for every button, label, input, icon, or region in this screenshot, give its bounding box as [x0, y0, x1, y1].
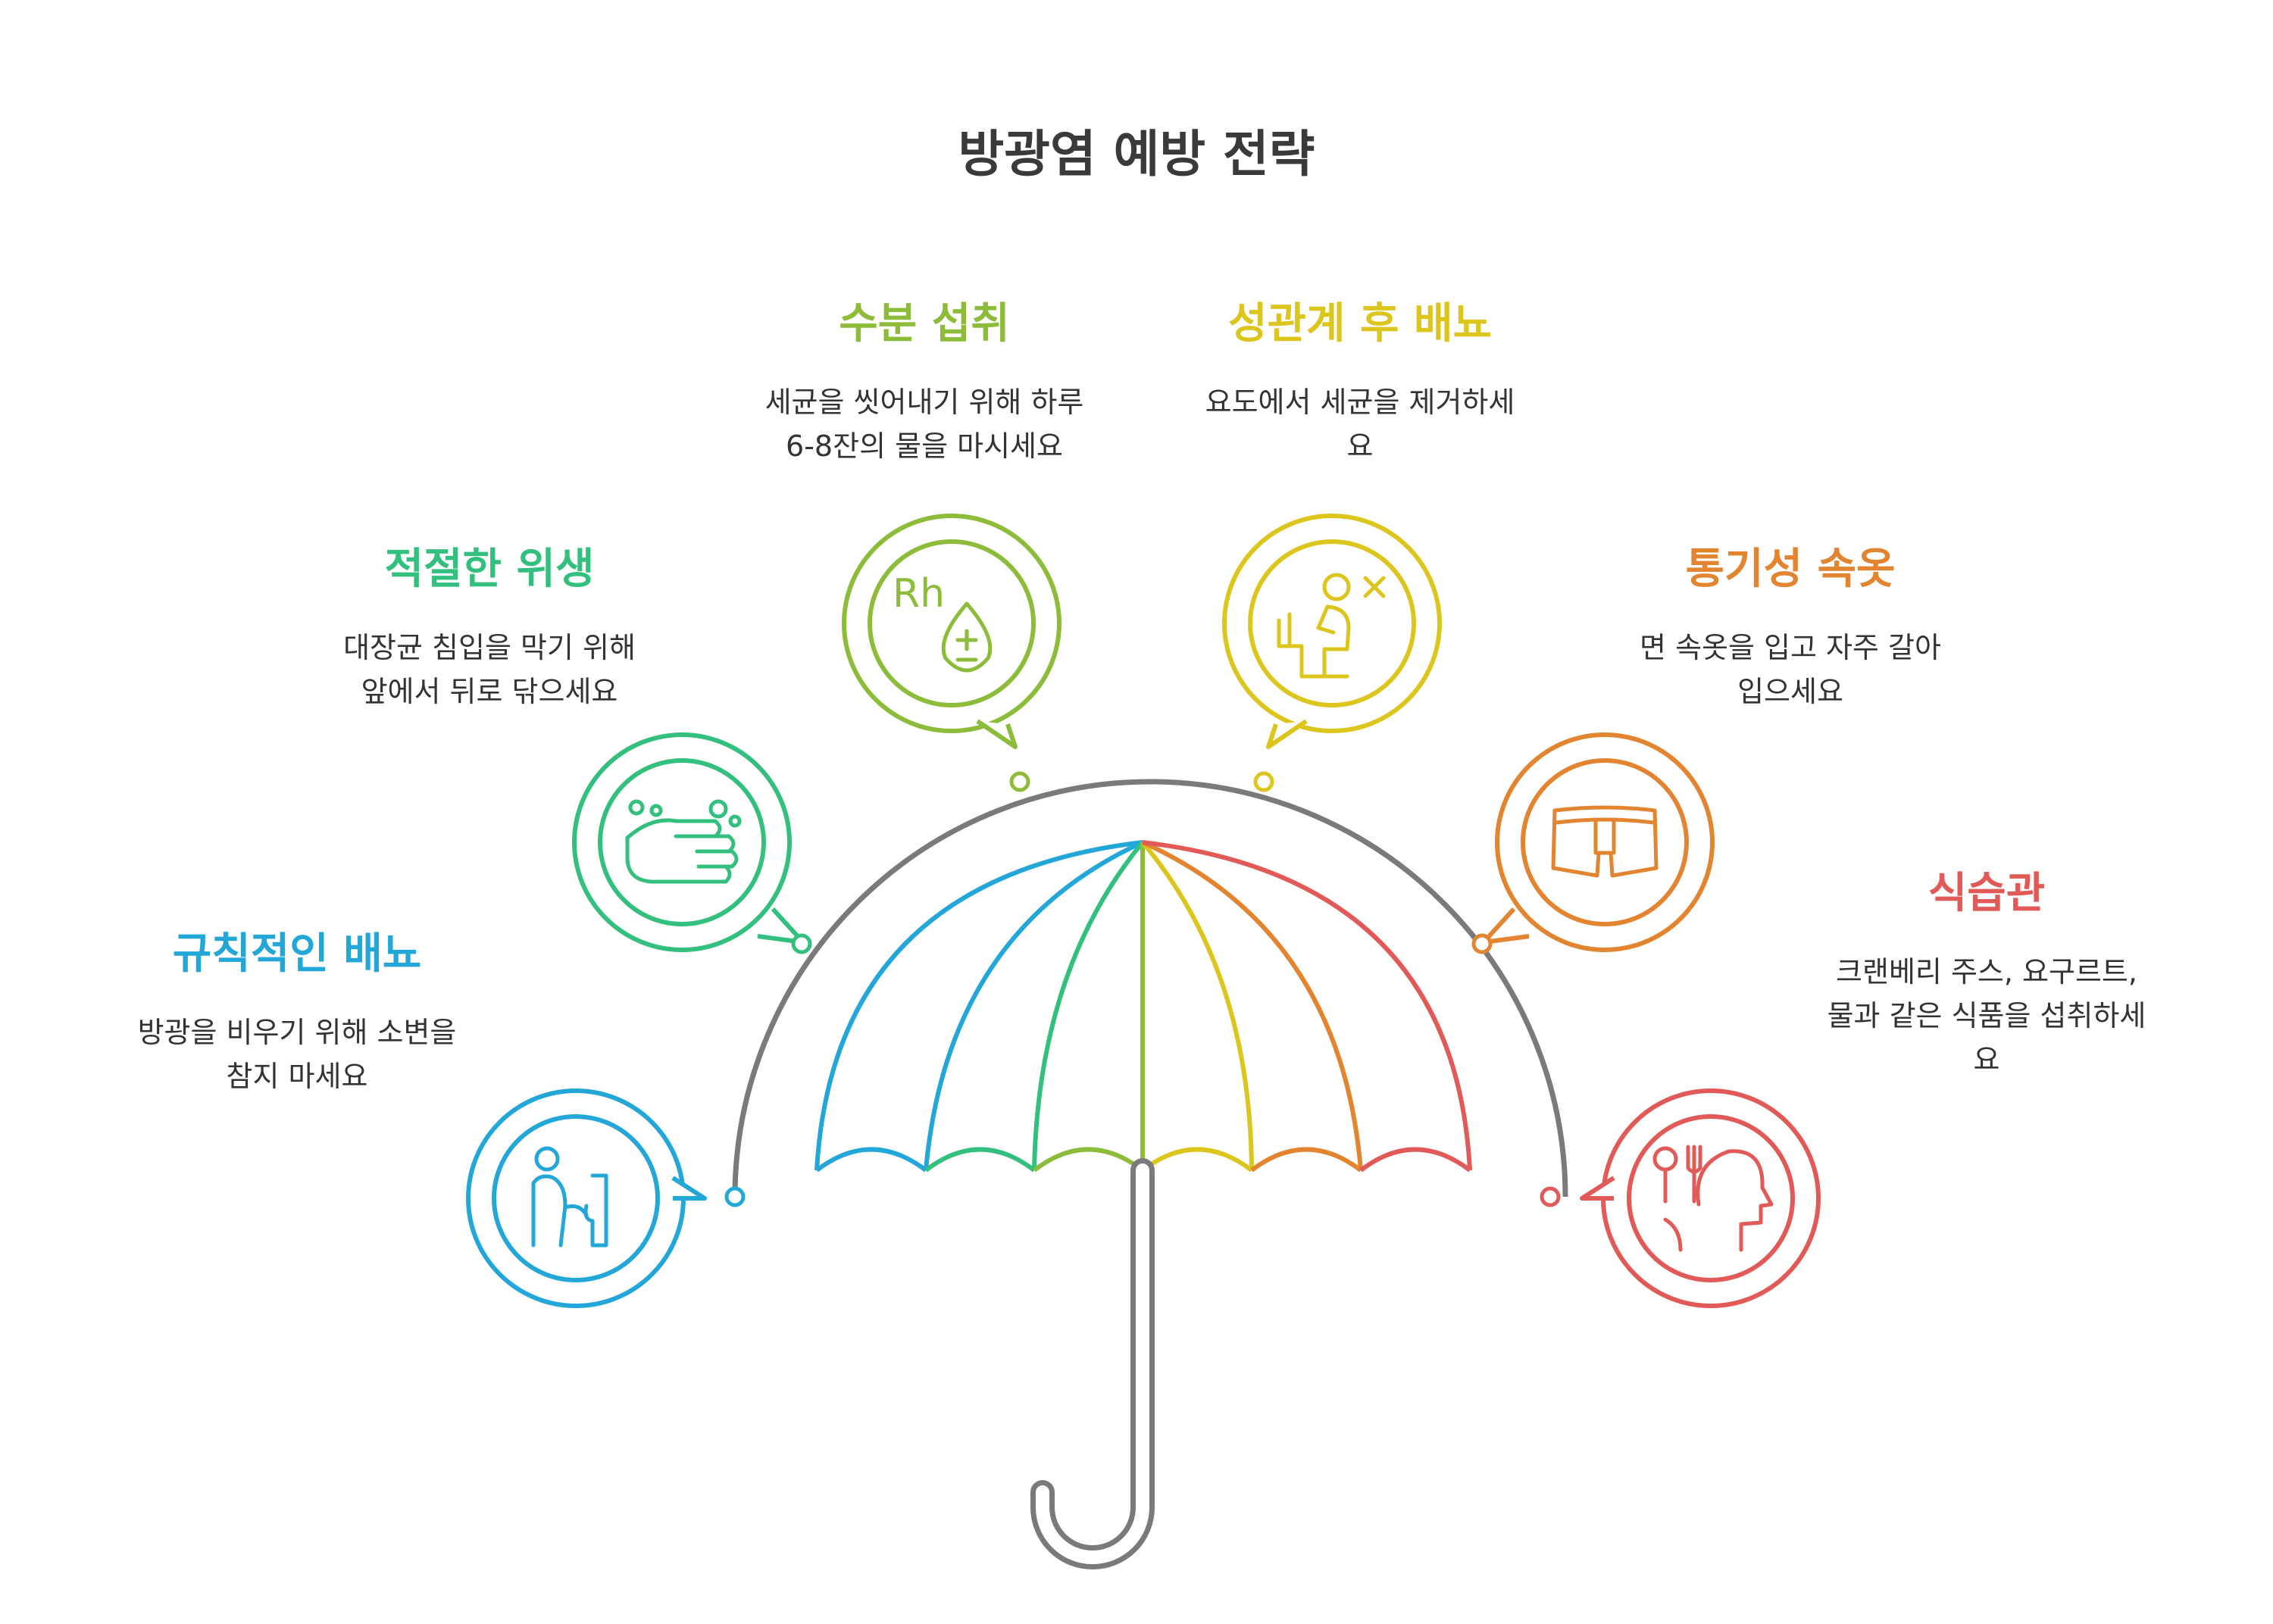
bubble [466, 1088, 707, 1308]
canopy-rib [814, 840, 1143, 1171]
label-desc: 세균을 씻어내기 위해 하루 6-8잔의 물을 마시세요 [764, 386, 1084, 463]
canopy-rib [924, 840, 1144, 1171]
bubble-outer-ring [572, 732, 792, 952]
label-post-intercourse: 성관계 후 배뇨 요도에서 세균을 제거하세 요 [1133, 294, 1587, 468]
label-hygiene: 적절한 위생 대장균 침입을 막기 위해 앞에서 뒤로 닦으세요 [262, 539, 717, 714]
connector-dot [1009, 771, 1030, 792]
page-title: 방광염 예방 전략 [958, 125, 1315, 183]
bubble-inner-ring [598, 758, 766, 926]
canopy-rib [1141, 840, 1363, 1171]
label-desc: 요도에서 세균을 제거하세 요 [1205, 386, 1515, 463]
umbrella-handle [1030, 1158, 1155, 1569]
bubble-inner-ring [492, 1114, 660, 1282]
hand-washing-icon [625, 799, 742, 884]
label-title: 규칙적인 배뇨 [172, 929, 422, 979]
bubble-outer-ring [1601, 1088, 1821, 1308]
label-breathable-underwear: 통기성 속옷 면 속옷을 입고 자주 갈아 입으세요 [1563, 539, 2018, 714]
canopy-hem [924, 1147, 1036, 1173]
label-title: 성관계 후 배뇨 [1227, 299, 1493, 348]
bubble-inner-ring [1627, 1114, 1795, 1282]
bubble-outer-ring [466, 1088, 686, 1308]
bubble [1481, 732, 1715, 952]
label-title: 식습관 [1928, 869, 2046, 918]
umbrella-canopy [814, 840, 1472, 1173]
label-diet: 식습관 크랜베리 주스, 요구르트, 물과 같은 식품을 섭취하세 요 [1759, 864, 2214, 1082]
label-title: 통기성 속옷 [1685, 545, 1896, 594]
bubble-inner-ring [1248, 539, 1416, 707]
toilet-person-icon [1277, 573, 1386, 679]
canopy-rib [1032, 841, 1145, 1171]
canopy-hem [1359, 1147, 1471, 1173]
label-desc: 대장균 침입을 막기 위해 앞에서 뒤로 닦으세요 [343, 631, 636, 708]
label-desc: 면 속옷을 입고 자주 갈아 입으세요 [1640, 631, 1941, 708]
bubble-inner-ring [868, 539, 1036, 707]
label-desc: 방광을 비우기 위해 소변을 참지 마세요 [137, 1016, 457, 1093]
bubble-tail [671, 1176, 707, 1201]
umbrella-handle-inner [1036, 1163, 1149, 1564]
bubble [1222, 514, 1442, 749]
bubble: Rh [842, 514, 1061, 749]
canopy-rib [1140, 841, 1254, 1171]
connector-dot [1471, 933, 1493, 954]
connector-dot [1253, 771, 1274, 792]
label-regular-urination: 규칙적인 배뇨 방광을 비우기 위해 소변을 참지 마세요 [70, 924, 524, 1098]
connector-dot [791, 933, 812, 954]
canopy-hem [1250, 1147, 1362, 1173]
rh-label: Rh [893, 571, 945, 617]
label-title: 수분 섭취 [839, 299, 1010, 348]
water-drop-icon: Rh [893, 571, 993, 673]
canopy-rib [1142, 840, 1472, 1171]
label-desc: 크랜베리 주스, 요구르트, 물과 같은 식품을 섭취하세 요 [1827, 955, 2146, 1076]
icon-bubbles: Rh [466, 514, 1821, 1308]
urinal-icon [531, 1146, 608, 1248]
bubble-tail [976, 719, 1018, 749]
bubble [1580, 1088, 1821, 1308]
bubble-outer-ring [1222, 514, 1442, 733]
label-hydration: 수분 섭취 세균을 씻어내기 위해 하루 6-8잔의 물을 마시세요 [697, 294, 1152, 468]
diet-head-icon [1652, 1145, 1774, 1252]
canopy-hem [1141, 1147, 1253, 1173]
outer-arc [732, 779, 1568, 1198]
underwear-icon [1551, 805, 1659, 878]
bubble-outer-ring [1495, 732, 1715, 952]
connector-dot [1540, 1186, 1561, 1207]
bubble-tail [1580, 1176, 1615, 1201]
connector-dot [724, 1186, 746, 1207]
canopy-hem [815, 1147, 927, 1173]
canopy-hem [1033, 1147, 1144, 1173]
bubble-inner-ring [1521, 758, 1689, 926]
bubble [572, 732, 805, 952]
label-title: 적절한 위생 [384, 545, 595, 594]
bubble-tail [1266, 719, 1308, 749]
